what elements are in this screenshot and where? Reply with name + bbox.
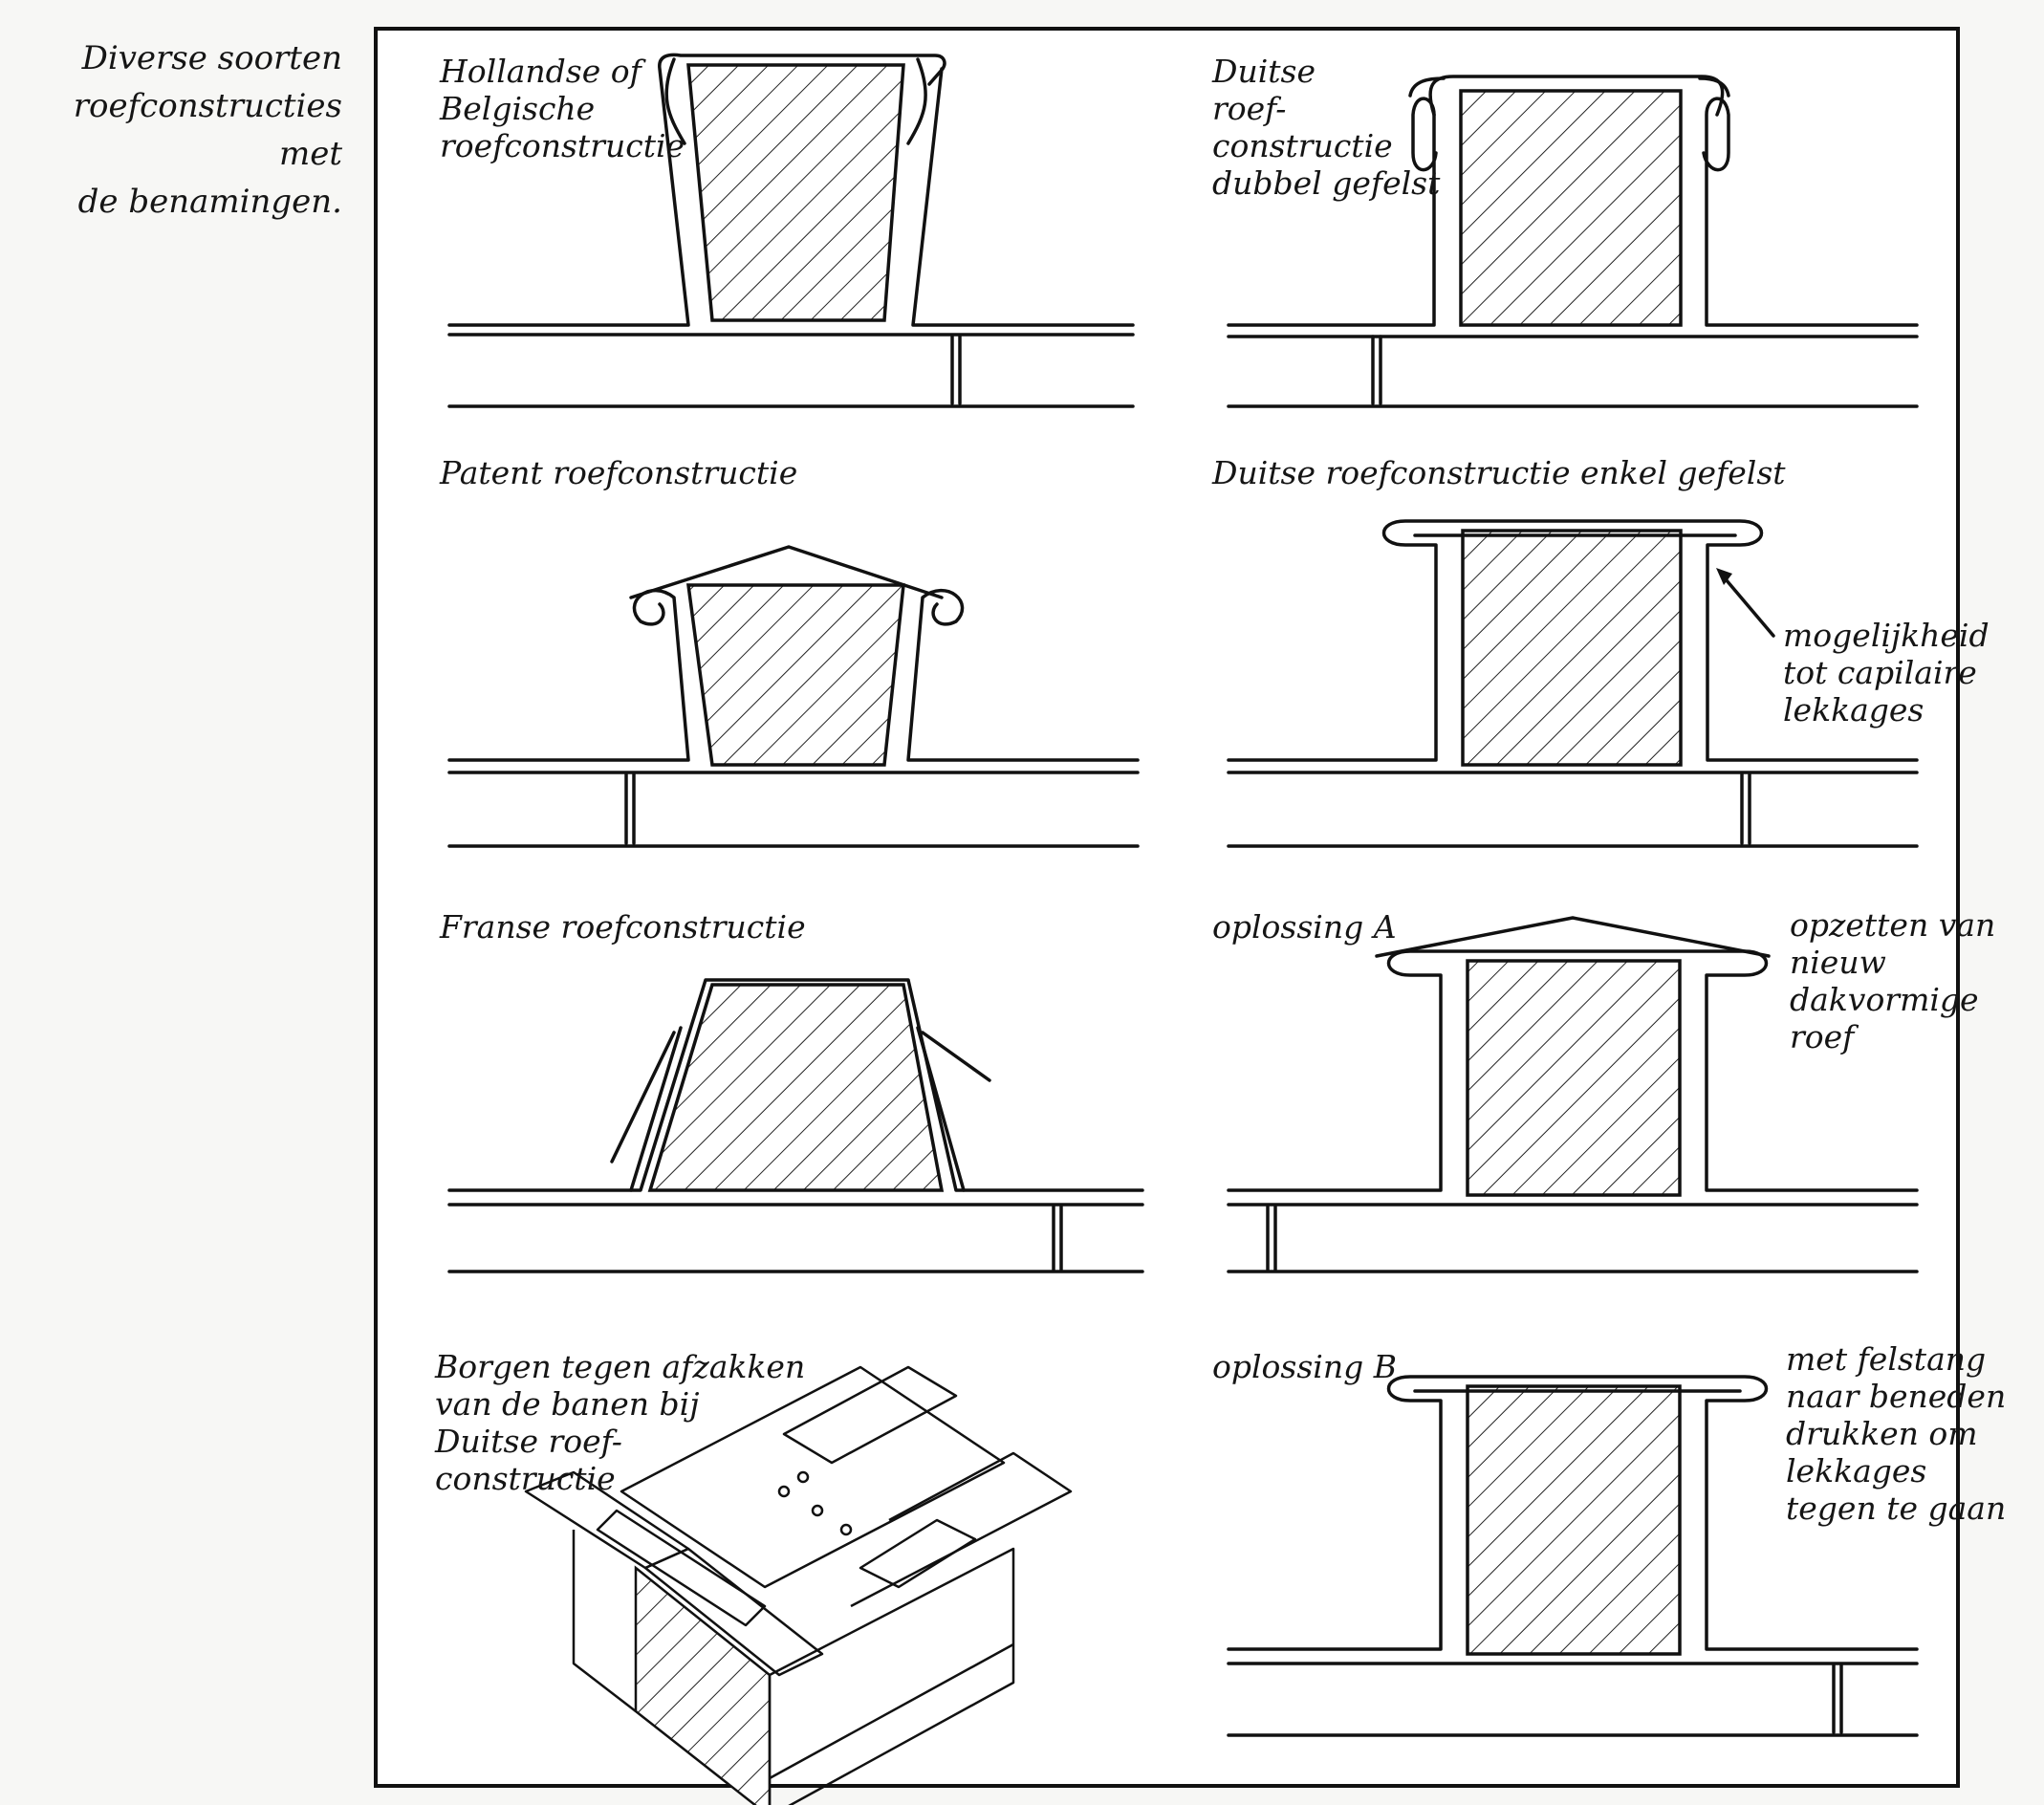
label-duitse-enkel: Duitse roefconstructie enkel gefelst (1212, 454, 1786, 491)
label-oplossing-a: oplossing A (1212, 908, 1397, 946)
profile-duitse-enkel (1227, 519, 1919, 848)
label-oplossing-b: oplossing B (1212, 1348, 1397, 1385)
diagram-frame (374, 27, 1960, 1788)
profile-duitse-dubbel (1227, 75, 1919, 408)
profile-oplossing-b (1227, 1375, 1919, 1737)
profile-oplossing-a (1227, 916, 1919, 1273)
profile-hollandse (447, 53, 1135, 408)
label-duitse-dubbel: Duitse roef- constructie dubbel gefelst (1212, 53, 1441, 202)
label-capilair: mogelijkheid tot capilaire lekkages (1783, 617, 1990, 729)
label-borgen: Borgen tegen afzakken van de banen bij D… (435, 1348, 806, 1497)
illustration-borgen (524, 1365, 1073, 1805)
profile-patent (447, 545, 1140, 848)
label-opzetten: opzetten van nieuw dakvormige roef (1790, 906, 1996, 1055)
label-hollandse: Hollandse of Belgische roefconstructie (440, 53, 685, 164)
profile-franse (447, 978, 1144, 1273)
label-patent: Patent roefconstructie (440, 454, 798, 491)
label-felstang: met felstang naar beneden drukken om lek… (1786, 1340, 2007, 1527)
label-franse: Franse roefconstructie (440, 908, 806, 946)
figure-caption: Diverse soorten roefconstructies met de … (73, 39, 342, 221)
